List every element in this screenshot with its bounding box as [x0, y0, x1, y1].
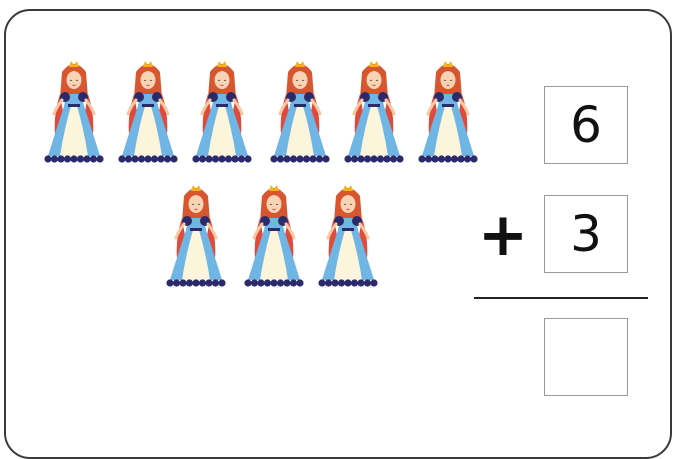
- first-number-box: 6: [544, 86, 628, 164]
- princess-icon: [42, 58, 106, 168]
- first-number: 6: [570, 96, 602, 154]
- princess-icon: [190, 58, 254, 168]
- princess-icon: [316, 182, 380, 292]
- princess-icon: [164, 182, 228, 292]
- princess-icon: [416, 58, 480, 168]
- second-number-box: 3: [544, 195, 628, 273]
- princess-icon: [116, 58, 180, 168]
- princess-icon: [342, 58, 406, 168]
- sum-line: [474, 297, 648, 299]
- second-number: 3: [570, 205, 602, 263]
- answer-box[interactable]: [544, 318, 628, 396]
- princess-icon: [268, 58, 332, 168]
- princess-icon: [242, 182, 306, 292]
- plus-sign: +: [477, 200, 529, 270]
